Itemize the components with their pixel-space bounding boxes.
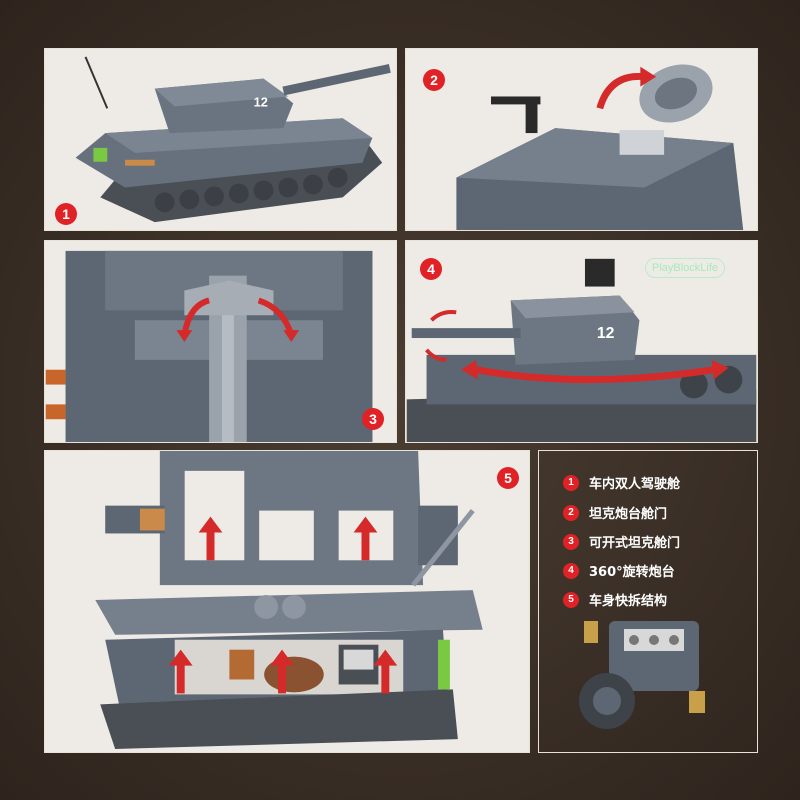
legend-text-3: 可开式坦克舱门 <box>589 536 681 551</box>
legend-item-3: 3 可开式坦克舱门 <box>563 532 680 551</box>
legend-item-5: 5 车身快拆结构 <box>563 590 667 609</box>
turret-number: 12 <box>254 94 268 109</box>
legend-badge-2: 2 <box>563 504 579 521</box>
badge-4: 4 <box>420 258 442 280</box>
tank-overview-image: 12 <box>45 49 396 230</box>
panel-rotating-turret: 12 4 <box>405 240 758 443</box>
legend-item-4: 4 360°旋转炮台 <box>563 561 675 580</box>
panel-tank-overview: 12 1 <box>44 48 397 231</box>
quick-release-body-image <box>45 451 529 752</box>
turret-number-rotating: 12 <box>597 325 615 342</box>
legend-text-4: 360°旋转炮台 <box>589 565 675 580</box>
badge-5: 5 <box>497 467 519 489</box>
legend-item-1: 1 车内双人驾驶舱 <box>563 473 680 492</box>
legend-text-5: 车身快拆结构 <box>589 594 668 609</box>
panel-quick-release-body: 5 <box>44 450 530 753</box>
legend-badge-5: 5 <box>563 591 579 608</box>
legend-text-1: 车内双人驾驶舱 <box>589 477 681 492</box>
watermark: PlayBlockLife <box>645 258 726 278</box>
opening-hatches-image <box>45 241 396 442</box>
turret-hatch-image <box>406 49 757 230</box>
panel-turret-hatch: 2 <box>405 48 758 231</box>
panel-opening-hatches: 3 <box>44 240 397 443</box>
badge-3: 3 <box>362 408 384 430</box>
legend-badge-3: 3 <box>563 533 579 550</box>
legend-text-2: 坦克炮台舱门 <box>589 507 668 522</box>
legend-badge-1: 1 <box>563 474 579 491</box>
rotating-turret-image: 12 <box>406 241 757 442</box>
legend-badge-4: 4 <box>563 562 579 579</box>
legend-item-2: 2 坦克炮台舱门 <box>563 503 667 522</box>
panel-legend: 1 车内双人驾驶舱 2 坦克炮台舱门 3 可开式坦克舱门 4 360°旋转炮台 … <box>538 450 758 753</box>
badge-1: 1 <box>55 203 77 225</box>
badge-2: 2 <box>423 69 445 91</box>
